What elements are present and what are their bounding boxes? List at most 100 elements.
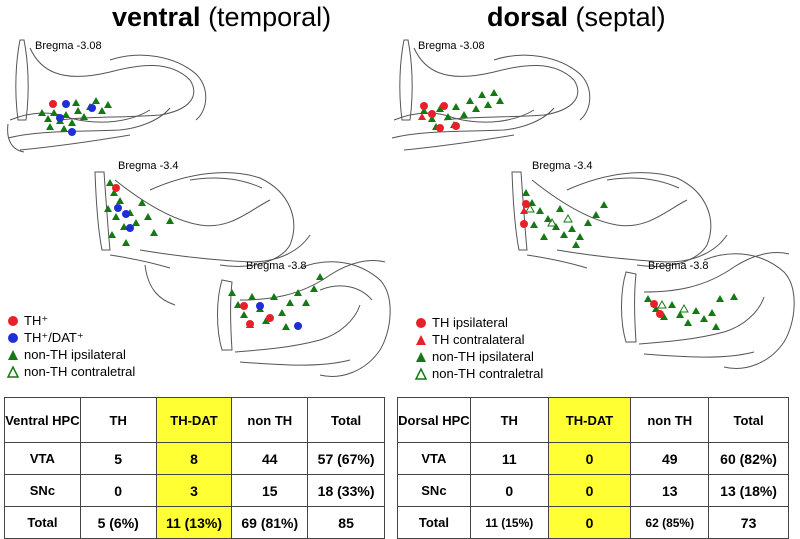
table-cell: 13 bbox=[630, 474, 710, 507]
table-header-cell: TH bbox=[79, 397, 157, 443]
table-row: SNc 0 0 13 13 (18%) bbox=[397, 474, 789, 507]
legend-label: non-TH ipsilateral bbox=[24, 347, 126, 362]
dorsal-atlas-outlines bbox=[391, 39, 795, 369]
brain-atlas-sections bbox=[7, 39, 795, 377]
dorsal-markers bbox=[418, 89, 738, 330]
red-circle-icon bbox=[8, 315, 18, 326]
table-header-cell: Total bbox=[708, 397, 789, 443]
red-triangle-icon bbox=[416, 334, 426, 345]
legend-item: non-TH contraletral bbox=[6, 363, 135, 380]
dorsal-bregma-label-3: Bregma -3.8 bbox=[648, 260, 709, 272]
table-cell: SNc bbox=[4, 474, 81, 507]
table-cell: 5 (6%) bbox=[79, 506, 157, 539]
table-cell: 8 bbox=[155, 442, 233, 475]
table-row: VTA 5 8 44 57 (67%) bbox=[4, 442, 385, 475]
ventral-atlas-outlines bbox=[7, 39, 391, 377]
legend-item: TH contralateral bbox=[414, 331, 543, 348]
table-cell: 60 (82%) bbox=[708, 442, 789, 475]
ventral-bregma-label-3: Bregma -3.8 bbox=[246, 260, 307, 272]
dorsal-hpc-table: Dorsal HPC TH TH-DAT non TH Total VTA 11… bbox=[397, 397, 789, 539]
table-header-cell: TH-DAT bbox=[547, 397, 632, 443]
legend-label: non-TH ipsilateral bbox=[432, 349, 534, 364]
table-cell: 11 (15%) bbox=[469, 506, 549, 539]
table-cell: VTA bbox=[4, 442, 81, 475]
ventral-title: ventral (temporal) bbox=[112, 2, 331, 33]
legend-label: non-TH contraletral bbox=[432, 366, 544, 381]
table-cell: 44 bbox=[231, 442, 309, 475]
ventral-bregma-label-1: Bregma -3.08 bbox=[35, 40, 102, 52]
dorsal-bregma-label-1: Bregma -3.08 bbox=[418, 40, 485, 52]
legend-item: TH⁺ bbox=[6, 312, 135, 329]
dorsal-title-bold: dorsal bbox=[487, 2, 569, 32]
table-header-cell: TH-DAT bbox=[155, 397, 233, 443]
legend-item: non-TH contraletral bbox=[414, 365, 543, 382]
table-row: Total 5 (6%) 11 (13%) 69 (81%) 85 bbox=[4, 506, 385, 539]
table-row: VTA 11 0 49 60 (82%) bbox=[397, 442, 789, 475]
table-row: SNc 0 3 15 18 (33%) bbox=[4, 474, 385, 507]
table-cell: SNc bbox=[397, 474, 471, 507]
table-cell: 49 bbox=[630, 442, 710, 475]
table-cell: 0 bbox=[547, 506, 632, 539]
ventral-legend: TH⁺ TH⁺/DAT⁺ non-TH ipsilateral non-TH c… bbox=[6, 312, 135, 380]
table-header-row: Ventral HPC TH TH-DAT non TH Total bbox=[4, 397, 385, 443]
table-header-row: Dorsal HPC TH TH-DAT non TH Total bbox=[397, 397, 789, 443]
table-cell: 69 (81%) bbox=[231, 506, 309, 539]
table-header-cell: TH bbox=[469, 397, 549, 443]
table-cell: 11 (13%) bbox=[155, 506, 233, 539]
table-cell: 18 (33%) bbox=[307, 474, 385, 507]
legend-item: non-TH ipsilateral bbox=[6, 346, 135, 363]
table-header-cell: Dorsal HPC bbox=[397, 397, 471, 443]
ventral-bregma-label-2: Bregma -3.4 bbox=[118, 160, 179, 172]
dorsal-nonth-contralateral-markers bbox=[525, 203, 689, 313]
table-header-cell: Total bbox=[307, 397, 385, 443]
table-cell: Total bbox=[4, 506, 81, 539]
red-circle-icon bbox=[416, 317, 426, 328]
table-cell: 85 bbox=[307, 506, 385, 539]
ventral-title-rest: (temporal) bbox=[208, 2, 332, 32]
table-row: Total 11 (15%) 0 62 (85%) 73 bbox=[397, 506, 789, 539]
dorsal-th-ipsilateral-markers bbox=[420, 102, 664, 318]
table-cell: 62 (85%) bbox=[630, 506, 710, 539]
legend-item: TH ipsilateral bbox=[414, 314, 543, 331]
blue-circle-icon bbox=[8, 332, 18, 343]
legend-label: TH⁺ bbox=[24, 313, 49, 328]
ventral-thdat-markers bbox=[56, 100, 302, 330]
dorsal-title-rest: (septal) bbox=[575, 2, 666, 32]
dorsal-bregma-label-2: Bregma -3.4 bbox=[532, 160, 593, 172]
table-cell: 73 bbox=[708, 506, 789, 539]
table-cell: VTA bbox=[397, 442, 471, 475]
table-cell: 57 (67%) bbox=[307, 442, 385, 475]
table-header-cell: non TH bbox=[231, 397, 309, 443]
table-cell: 0 bbox=[469, 474, 549, 507]
table-cell: 0 bbox=[547, 442, 632, 475]
ventral-nonth-ipsilateral-markers bbox=[38, 97, 324, 330]
table-cell: 15 bbox=[231, 474, 309, 507]
table-cell: 13 (18%) bbox=[708, 474, 789, 507]
dorsal-legend: TH ipsilateral TH contralateral non-TH i… bbox=[414, 314, 543, 382]
table-header-cell: non TH bbox=[630, 397, 710, 443]
table-cell: 11 bbox=[469, 442, 549, 475]
legend-label: non-TH contraletral bbox=[24, 364, 136, 379]
dorsal-th-contralateral-markers bbox=[418, 113, 528, 214]
legend-item: non-TH ipsilateral bbox=[414, 348, 543, 365]
ventral-hpc-table: Ventral HPC TH TH-DAT non TH Total VTA 5… bbox=[4, 397, 385, 539]
legend-item: TH⁺/DAT⁺ bbox=[6, 329, 135, 346]
filled-green-triangle-icon bbox=[416, 351, 426, 362]
ventral-title-bold: ventral bbox=[112, 2, 201, 32]
table-header-cell: Ventral HPC bbox=[4, 397, 81, 443]
legend-label: TH ipsilateral bbox=[432, 315, 508, 330]
ventral-th-markers bbox=[49, 100, 274, 328]
legend-label: TH contralateral bbox=[432, 332, 525, 347]
dorsal-nonth-ipsilateral-markers bbox=[420, 89, 738, 330]
filled-green-triangle-icon bbox=[8, 349, 18, 360]
ventral-markers bbox=[38, 97, 324, 330]
table-cell: 0 bbox=[79, 474, 157, 507]
table-cell: 3 bbox=[155, 474, 233, 507]
table-cell: 0 bbox=[547, 474, 632, 507]
dorsal-title: dorsal (septal) bbox=[487, 2, 666, 33]
open-green-triangle-icon bbox=[414, 366, 428, 380]
legend-label: TH⁺/DAT⁺ bbox=[24, 330, 84, 345]
table-cell: 5 bbox=[79, 442, 157, 475]
open-green-triangle-icon bbox=[6, 364, 20, 378]
table-cell: Total bbox=[397, 506, 471, 539]
